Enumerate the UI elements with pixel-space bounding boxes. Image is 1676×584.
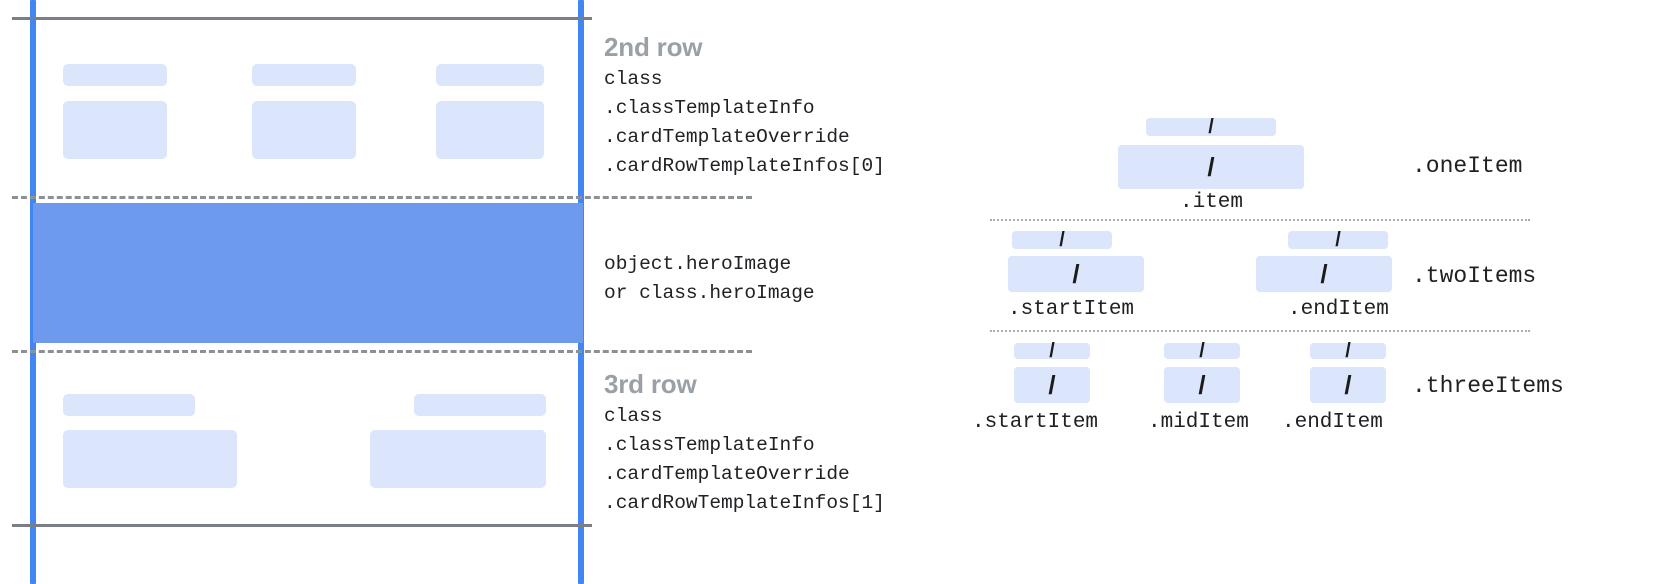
- row3-item2-body-placeholder: [370, 430, 546, 488]
- row3-item1-title-placeholder: [63, 394, 195, 416]
- row2-item1-title-placeholder: [63, 64, 167, 86]
- twoitems-start-slot-body: /: [1008, 256, 1144, 292]
- threeitems-mid-slot-body: /: [1164, 367, 1240, 403]
- oneitem-slot-title: /: [1146, 117, 1276, 137]
- right-dashed-rule-2: [990, 330, 1530, 332]
- row3-title: 3rd row: [604, 369, 697, 399]
- row3-item1-body-placeholder: [63, 430, 237, 488]
- twoitems-start-slot-title: /: [1012, 230, 1112, 250]
- threeitems-end-slot-body: /: [1310, 367, 1386, 403]
- hero-image-band: [33, 203, 583, 343]
- threeitems-end-slot-title: /: [1310, 341, 1386, 361]
- threeitems-start-slot-title: /: [1014, 341, 1090, 361]
- hero-code: object.heroImage or class.heroImage: [604, 253, 815, 304]
- top-solid-rule: [12, 17, 592, 20]
- row2-item3-body-placeholder: [436, 101, 544, 159]
- row2-item3-title-placeholder: [436, 64, 544, 86]
- twoitems-label: .twoItems: [1412, 263, 1537, 289]
- row2-item1-body-placeholder: [63, 101, 167, 159]
- oneitem-slot-body: /: [1118, 145, 1304, 189]
- oneitem-label: .oneItem: [1412, 153, 1523, 179]
- row3-code: class .classTemplateInfo .cardTemplateOv…: [604, 405, 885, 514]
- twoitems-caption-end: .endItem: [1288, 298, 1389, 321]
- threeitems-caption-start: .startItem: [972, 411, 1099, 434]
- twoitems-end-slot-title: /: [1288, 230, 1388, 250]
- row2-annotation: 2nd row class .classTemplateInfo .cardTe…: [604, 32, 885, 181]
- dashed-rule-lower: [12, 350, 752, 353]
- threeitems-start-slot-body: /: [1014, 367, 1090, 403]
- hero-annotation: object.heroImage or class.heroImage: [604, 250, 815, 308]
- row2-item2-title-placeholder: [252, 64, 356, 86]
- threeitems-caption-end: .endItem: [1282, 411, 1383, 434]
- bottom-solid-rule: [12, 524, 592, 527]
- threeitems-label: .threeItems: [1412, 373, 1564, 399]
- twoitems-caption-start: .startItem: [1008, 298, 1135, 321]
- row2-code: class .classTemplateInfo .cardTemplateOv…: [604, 68, 885, 177]
- threeitems-mid-slot-title: /: [1164, 341, 1240, 361]
- twoitems-end-slot-body: /: [1256, 256, 1392, 292]
- dashed-rule-upper: [12, 196, 752, 199]
- row3-annotation: 3rd row class .classTemplateInfo .cardTe…: [604, 369, 885, 518]
- right-dashed-rule-1: [990, 219, 1530, 221]
- row2-title: 2nd row: [604, 32, 703, 62]
- threeitems-caption-mid: .midItem: [1148, 411, 1249, 434]
- row2-item2-body-placeholder: [252, 101, 356, 159]
- oneitem-caption-item: .item: [1180, 191, 1244, 214]
- row3-item2-title-placeholder: [414, 394, 546, 416]
